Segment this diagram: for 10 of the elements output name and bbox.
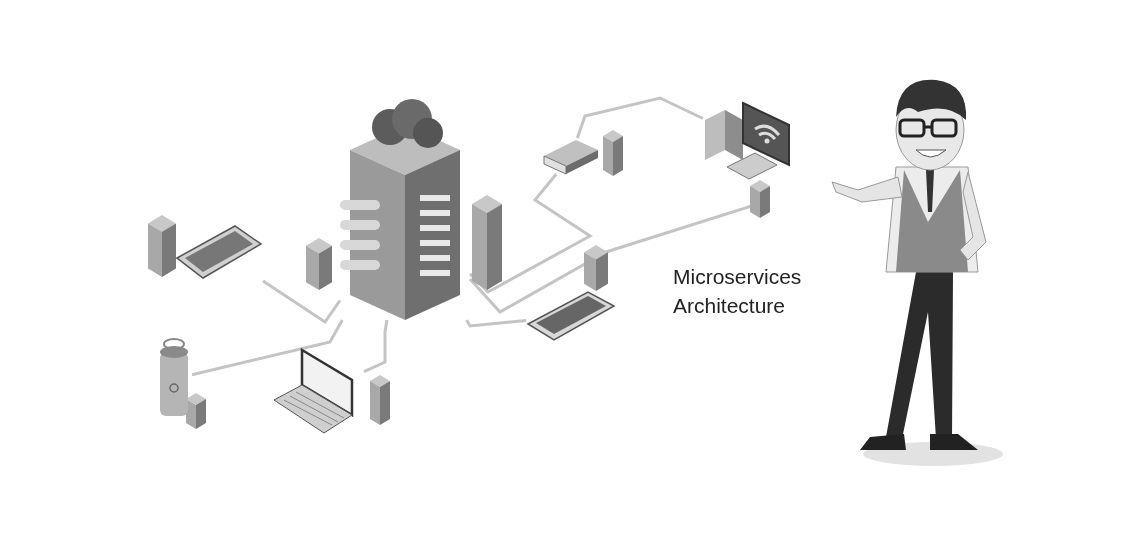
connector-line <box>191 319 344 377</box>
connector-line <box>468 173 593 294</box>
connector-line <box>465 319 527 328</box>
connector-line <box>575 96 704 139</box>
router-drawing <box>542 138 600 174</box>
connector-line <box>363 319 389 373</box>
tablet-drawing <box>175 222 263 282</box>
smartphone-drawing <box>526 288 616 344</box>
diagram-title: Microservices Architecture <box>673 264 803 319</box>
connector-line <box>262 279 342 325</box>
